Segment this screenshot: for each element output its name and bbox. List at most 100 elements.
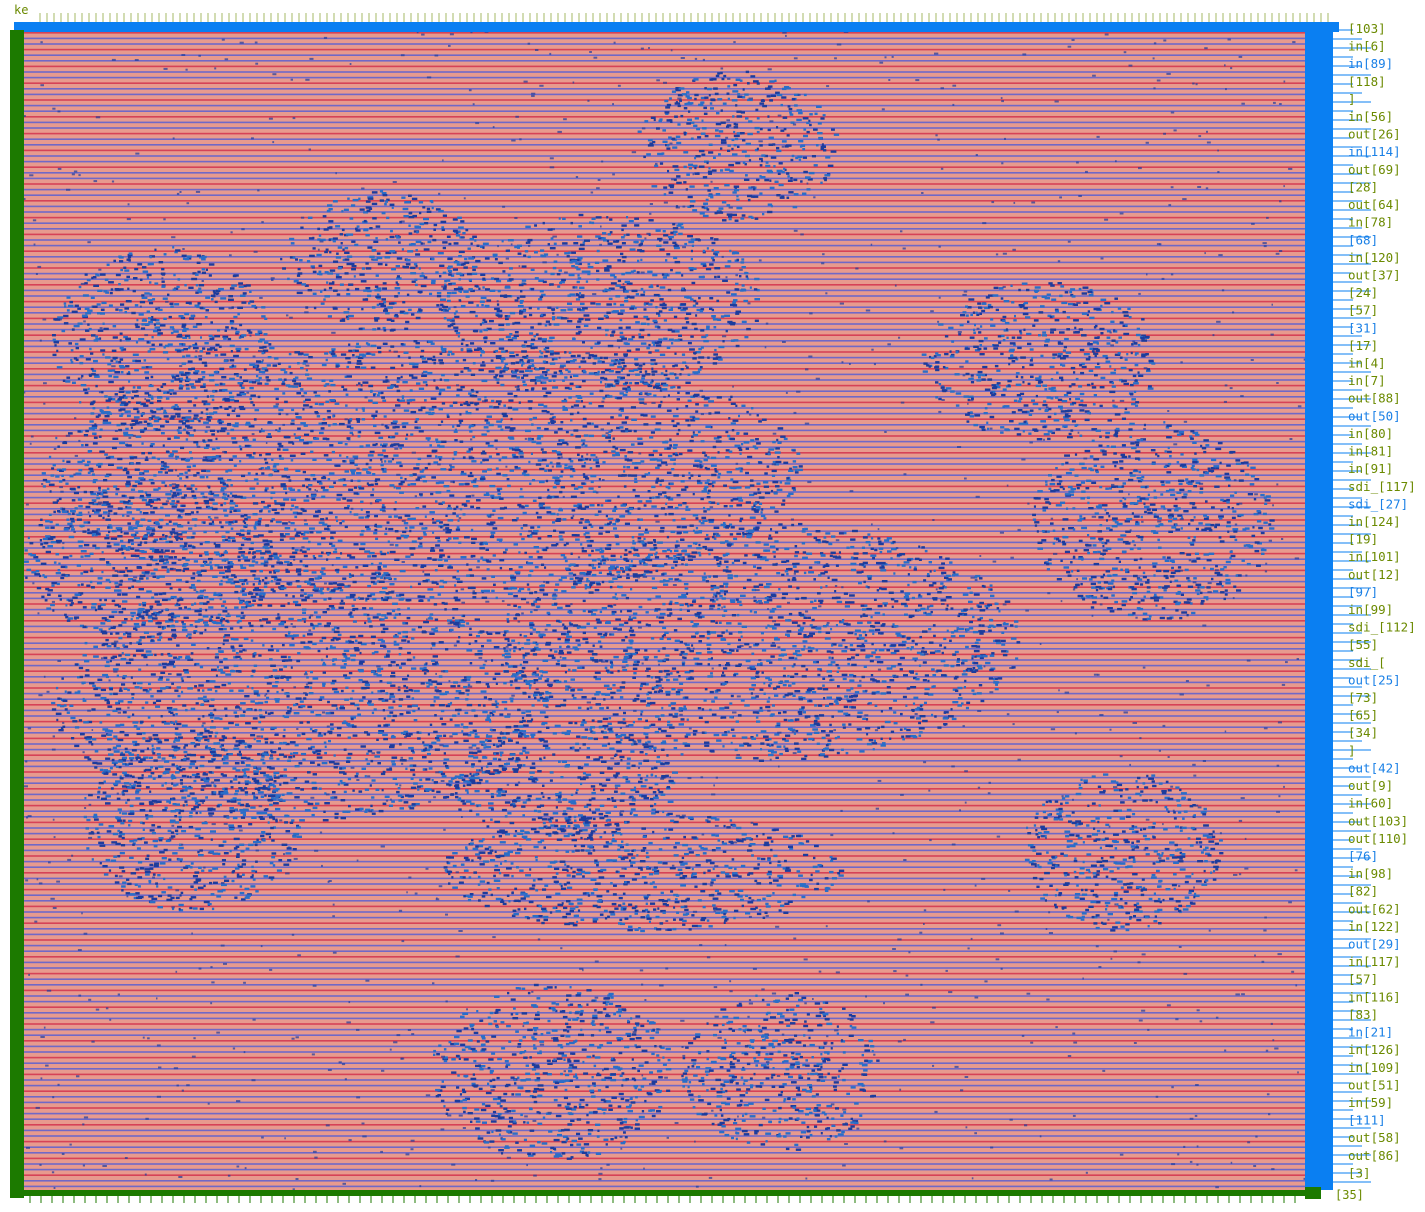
standard-cell xyxy=(135,520,140,523)
cell-row xyxy=(22,345,1305,348)
standard-cell xyxy=(246,532,251,535)
standard-cell xyxy=(474,284,479,288)
standard-cell xyxy=(625,390,628,394)
standard-cell xyxy=(173,407,178,411)
standard-cell xyxy=(519,301,523,304)
standard-cell xyxy=(755,501,760,504)
standard-cell xyxy=(249,386,254,390)
standard-cell xyxy=(108,304,113,307)
standard-cell xyxy=(717,318,722,321)
standard-cell xyxy=(922,370,928,373)
standard-cell xyxy=(318,422,323,425)
standard-cell xyxy=(275,397,279,401)
standard-cell xyxy=(439,378,442,381)
standard-cell xyxy=(509,355,516,358)
standard-cell xyxy=(345,233,349,236)
standard-cell xyxy=(572,359,577,362)
standard-cell xyxy=(371,202,378,206)
standard-cell xyxy=(726,291,731,294)
standard-cell xyxy=(439,361,444,365)
standard-cell xyxy=(971,397,974,400)
standard-cell xyxy=(415,265,418,268)
standard-cell xyxy=(721,139,727,142)
standard-cell xyxy=(464,536,470,539)
standard-cell xyxy=(684,295,690,299)
standard-cell xyxy=(214,383,219,387)
standard-cell xyxy=(215,370,218,374)
standard-cell xyxy=(732,419,739,422)
standard-cell xyxy=(737,496,742,500)
standard-cell xyxy=(119,441,125,445)
standard-cell xyxy=(349,418,353,421)
standard-cell xyxy=(703,458,708,462)
standard-cell xyxy=(348,314,354,318)
standard-cell xyxy=(346,288,350,291)
standard-cell xyxy=(403,311,409,315)
standard-cell xyxy=(635,373,640,376)
standard-cell xyxy=(1045,338,1050,341)
standard-cell xyxy=(188,409,192,413)
standard-cell xyxy=(714,348,717,352)
standard-cell xyxy=(294,515,298,519)
standard-cell xyxy=(382,586,388,590)
standard-cell xyxy=(625,326,631,329)
standard-cell xyxy=(521,350,527,353)
standard-cell xyxy=(520,487,523,491)
standard-cell xyxy=(471,460,477,463)
standard-cell xyxy=(100,273,106,276)
standard-cell xyxy=(442,241,448,244)
standard-cell xyxy=(1046,293,1051,296)
standard-cell xyxy=(783,167,786,170)
standard-cell xyxy=(978,339,984,343)
standard-cell xyxy=(468,301,474,304)
standard-cell xyxy=(439,388,446,391)
standard-cell xyxy=(551,358,555,361)
standard-cell xyxy=(272,364,278,367)
cell-row xyxy=(22,536,1305,538)
standard-cell xyxy=(131,311,136,315)
standard-cell xyxy=(694,97,697,101)
standard-cell xyxy=(1122,311,1129,314)
standard-cell xyxy=(446,299,451,303)
standard-cell xyxy=(833,133,840,136)
standard-cell xyxy=(716,396,722,399)
standard-cell xyxy=(534,251,538,254)
standard-cell xyxy=(576,280,580,284)
standard-cell xyxy=(122,394,126,397)
standard-cell xyxy=(1083,301,1089,304)
standard-cell xyxy=(246,329,251,332)
standard-cell xyxy=(438,209,444,213)
standard-cell xyxy=(565,368,569,372)
standard-cell xyxy=(443,305,448,309)
standard-cell xyxy=(439,579,444,583)
standard-cell xyxy=(995,308,999,312)
standard-cell xyxy=(419,222,425,226)
standard-cell xyxy=(125,391,131,394)
standard-cell xyxy=(382,282,387,285)
standard-cell xyxy=(605,328,609,332)
standard-cell xyxy=(342,248,345,251)
standard-cell xyxy=(1061,400,1068,403)
standard-cell xyxy=(421,272,424,275)
standard-cell xyxy=(640,293,645,297)
standard-cell xyxy=(556,517,562,521)
standard-cell xyxy=(1053,419,1060,422)
standard-cell xyxy=(464,257,468,261)
standard-cell xyxy=(935,368,940,372)
standard-cell xyxy=(297,272,303,275)
standard-cell xyxy=(649,381,653,384)
standard-cell xyxy=(1097,362,1100,365)
standard-cell xyxy=(92,432,97,435)
standard-cell xyxy=(544,324,548,327)
standard-cell xyxy=(211,398,215,402)
standard-cell xyxy=(114,393,118,396)
standard-cell xyxy=(327,272,333,275)
standard-cell xyxy=(229,365,234,369)
standard-cell xyxy=(475,390,479,394)
standard-cell xyxy=(92,473,95,476)
standard-cell xyxy=(444,283,447,286)
standard-cell xyxy=(698,356,705,359)
standard-cell xyxy=(597,357,600,360)
standard-cell xyxy=(110,359,114,362)
standard-cell xyxy=(223,493,228,496)
